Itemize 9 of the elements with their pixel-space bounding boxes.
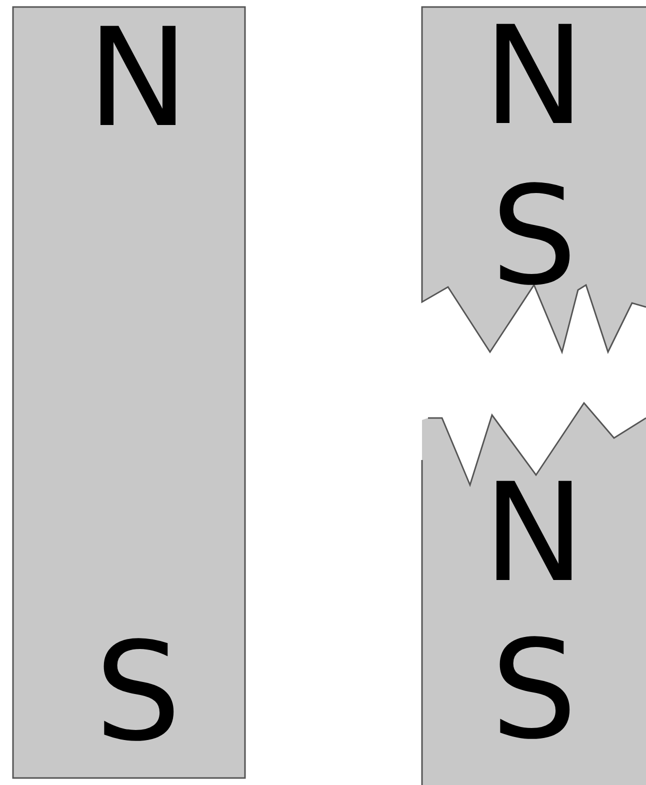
magnet-piece (422, 7, 646, 352)
pole-label: N (86, 11, 190, 147)
pole-label: N (482, 9, 586, 145)
pole-label: S (94, 625, 182, 761)
pole-label: S (490, 169, 578, 305)
magnet-piece (422, 403, 646, 785)
pole-label: N (482, 466, 586, 602)
magnet-piece (13, 7, 245, 778)
pole-label: S (490, 623, 578, 759)
